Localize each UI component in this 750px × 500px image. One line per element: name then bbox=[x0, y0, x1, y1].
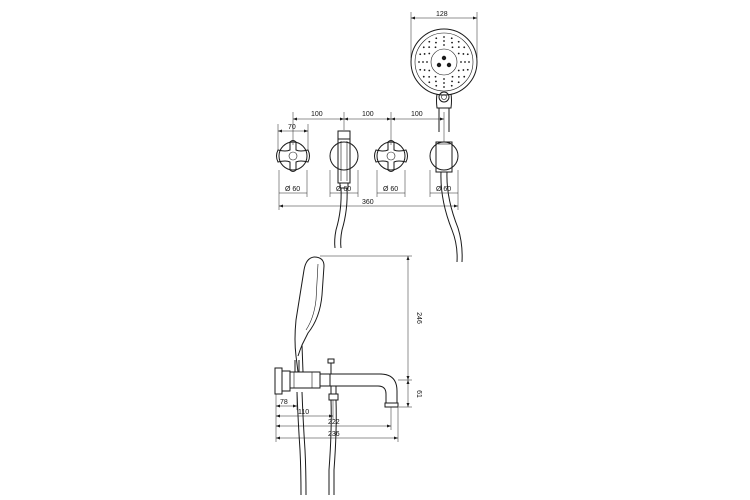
nozzle-dot bbox=[460, 61, 462, 63]
spray-nozzles bbox=[418, 36, 470, 88]
svg-text:100: 100 bbox=[411, 111, 423, 118]
cross-handle-left bbox=[276, 140, 310, 172]
nozzle-dot bbox=[457, 46, 460, 49]
svg-text:70: 70 bbox=[288, 124, 296, 131]
nozzle-dot bbox=[428, 40, 431, 43]
svg-text:236: 236 bbox=[328, 431, 340, 438]
nozzle-dot bbox=[435, 80, 437, 83]
nozzle-dot bbox=[451, 80, 453, 83]
nozzle-dot bbox=[466, 53, 469, 56]
svg-text:110: 110 bbox=[298, 409, 309, 416]
svg-text:128: 128 bbox=[436, 11, 448, 18]
nozzle-dot bbox=[468, 61, 470, 63]
nozzle-dot bbox=[457, 81, 460, 84]
nozzle-dot bbox=[434, 75, 437, 78]
dimension-246: 246 bbox=[320, 255, 422, 381]
svg-text:100: 100 bbox=[362, 111, 374, 118]
nozzle-dot bbox=[419, 53, 422, 56]
nozzle-dot bbox=[443, 86, 445, 88]
nozzle-dot bbox=[426, 61, 428, 63]
svg-text:100: 100 bbox=[311, 111, 323, 118]
nozzle-dot bbox=[428, 81, 431, 84]
nozzle-dot bbox=[462, 69, 465, 71]
wall-mixer-body bbox=[274, 360, 331, 395]
svg-text:360: 360 bbox=[362, 199, 374, 206]
nozzle-dot bbox=[457, 52, 460, 55]
nozzle-dot bbox=[463, 75, 466, 78]
front-view: 128 100 100 100 70 Ø 60 bbox=[276, 11, 478, 263]
nozzle-dot bbox=[422, 75, 425, 78]
svg-text:61: 61 bbox=[415, 390, 422, 398]
svg-text:Ø 60: Ø 60 bbox=[436, 186, 451, 193]
nozzle-dot bbox=[451, 46, 454, 49]
nozzle-dot bbox=[428, 46, 431, 49]
side-view: 246 61 78 110 222 236 bbox=[274, 255, 422, 496]
dimension-128: 128 bbox=[410, 11, 478, 58]
nozzle-dot bbox=[457, 75, 460, 78]
nozzle-dot bbox=[435, 84, 438, 87]
nozzle-dot bbox=[422, 61, 424, 63]
hand-shower-side bbox=[294, 256, 325, 373]
nozzle-dot bbox=[443, 36, 445, 38]
dimension-rosettes: Ø 60 Ø 60 Ø 60 Ø 60 bbox=[278, 170, 459, 210]
nozzle-dot bbox=[457, 69, 460, 72]
cross-handle-right bbox=[374, 140, 408, 172]
nozzle-dot bbox=[451, 75, 454, 78]
nozzle-dot bbox=[463, 46, 466, 49]
svg-text:Ø 60: Ø 60 bbox=[383, 186, 398, 193]
shower-holder bbox=[429, 141, 463, 263]
hoses-side bbox=[296, 391, 337, 496]
nozzle-dot bbox=[418, 61, 420, 63]
nozzle-dot bbox=[428, 75, 431, 78]
hand-shower-head bbox=[410, 28, 478, 132]
nozzle-dot bbox=[423, 53, 426, 55]
nozzle-dot bbox=[422, 46, 425, 49]
spout bbox=[327, 358, 399, 408]
nozzle-dot bbox=[419, 68, 422, 71]
diverter-valve bbox=[329, 130, 359, 249]
nozzle-dot bbox=[451, 41, 453, 44]
svg-text:222: 222 bbox=[328, 419, 340, 426]
nozzle-dot bbox=[428, 69, 431, 72]
nozzle-dot bbox=[443, 82, 445, 84]
nozzle-dot bbox=[457, 40, 460, 43]
nozzle-dot bbox=[428, 52, 431, 55]
nozzle-dot bbox=[462, 53, 465, 55]
svg-text:Ø 60: Ø 60 bbox=[285, 186, 300, 193]
dimension-61: 61 bbox=[399, 380, 422, 408]
svg-text:Ø 60: Ø 60 bbox=[336, 186, 351, 193]
nozzle-dot bbox=[435, 37, 438, 40]
nozzle-dot bbox=[464, 61, 466, 63]
nozzle-dot bbox=[443, 44, 445, 46]
nozzle-dot bbox=[423, 69, 426, 71]
dimension-bottom: 78 110 222 236 bbox=[275, 394, 399, 442]
dimension-spacings: 100 100 100 bbox=[292, 111, 445, 145]
nozzle-dot bbox=[443, 78, 445, 80]
nozzle-dot bbox=[443, 40, 445, 42]
nozzle-dot bbox=[450, 84, 453, 87]
nozzle-dot bbox=[434, 46, 437, 49]
nozzle-dot bbox=[466, 68, 469, 71]
nozzle-dot bbox=[435, 41, 437, 44]
nozzle-dot bbox=[450, 37, 453, 40]
dimension-360: 360 bbox=[279, 199, 458, 208]
svg-text:78: 78 bbox=[280, 399, 288, 406]
dimension-70: 70 bbox=[277, 124, 309, 150]
svg-text:246: 246 bbox=[415, 312, 422, 324]
